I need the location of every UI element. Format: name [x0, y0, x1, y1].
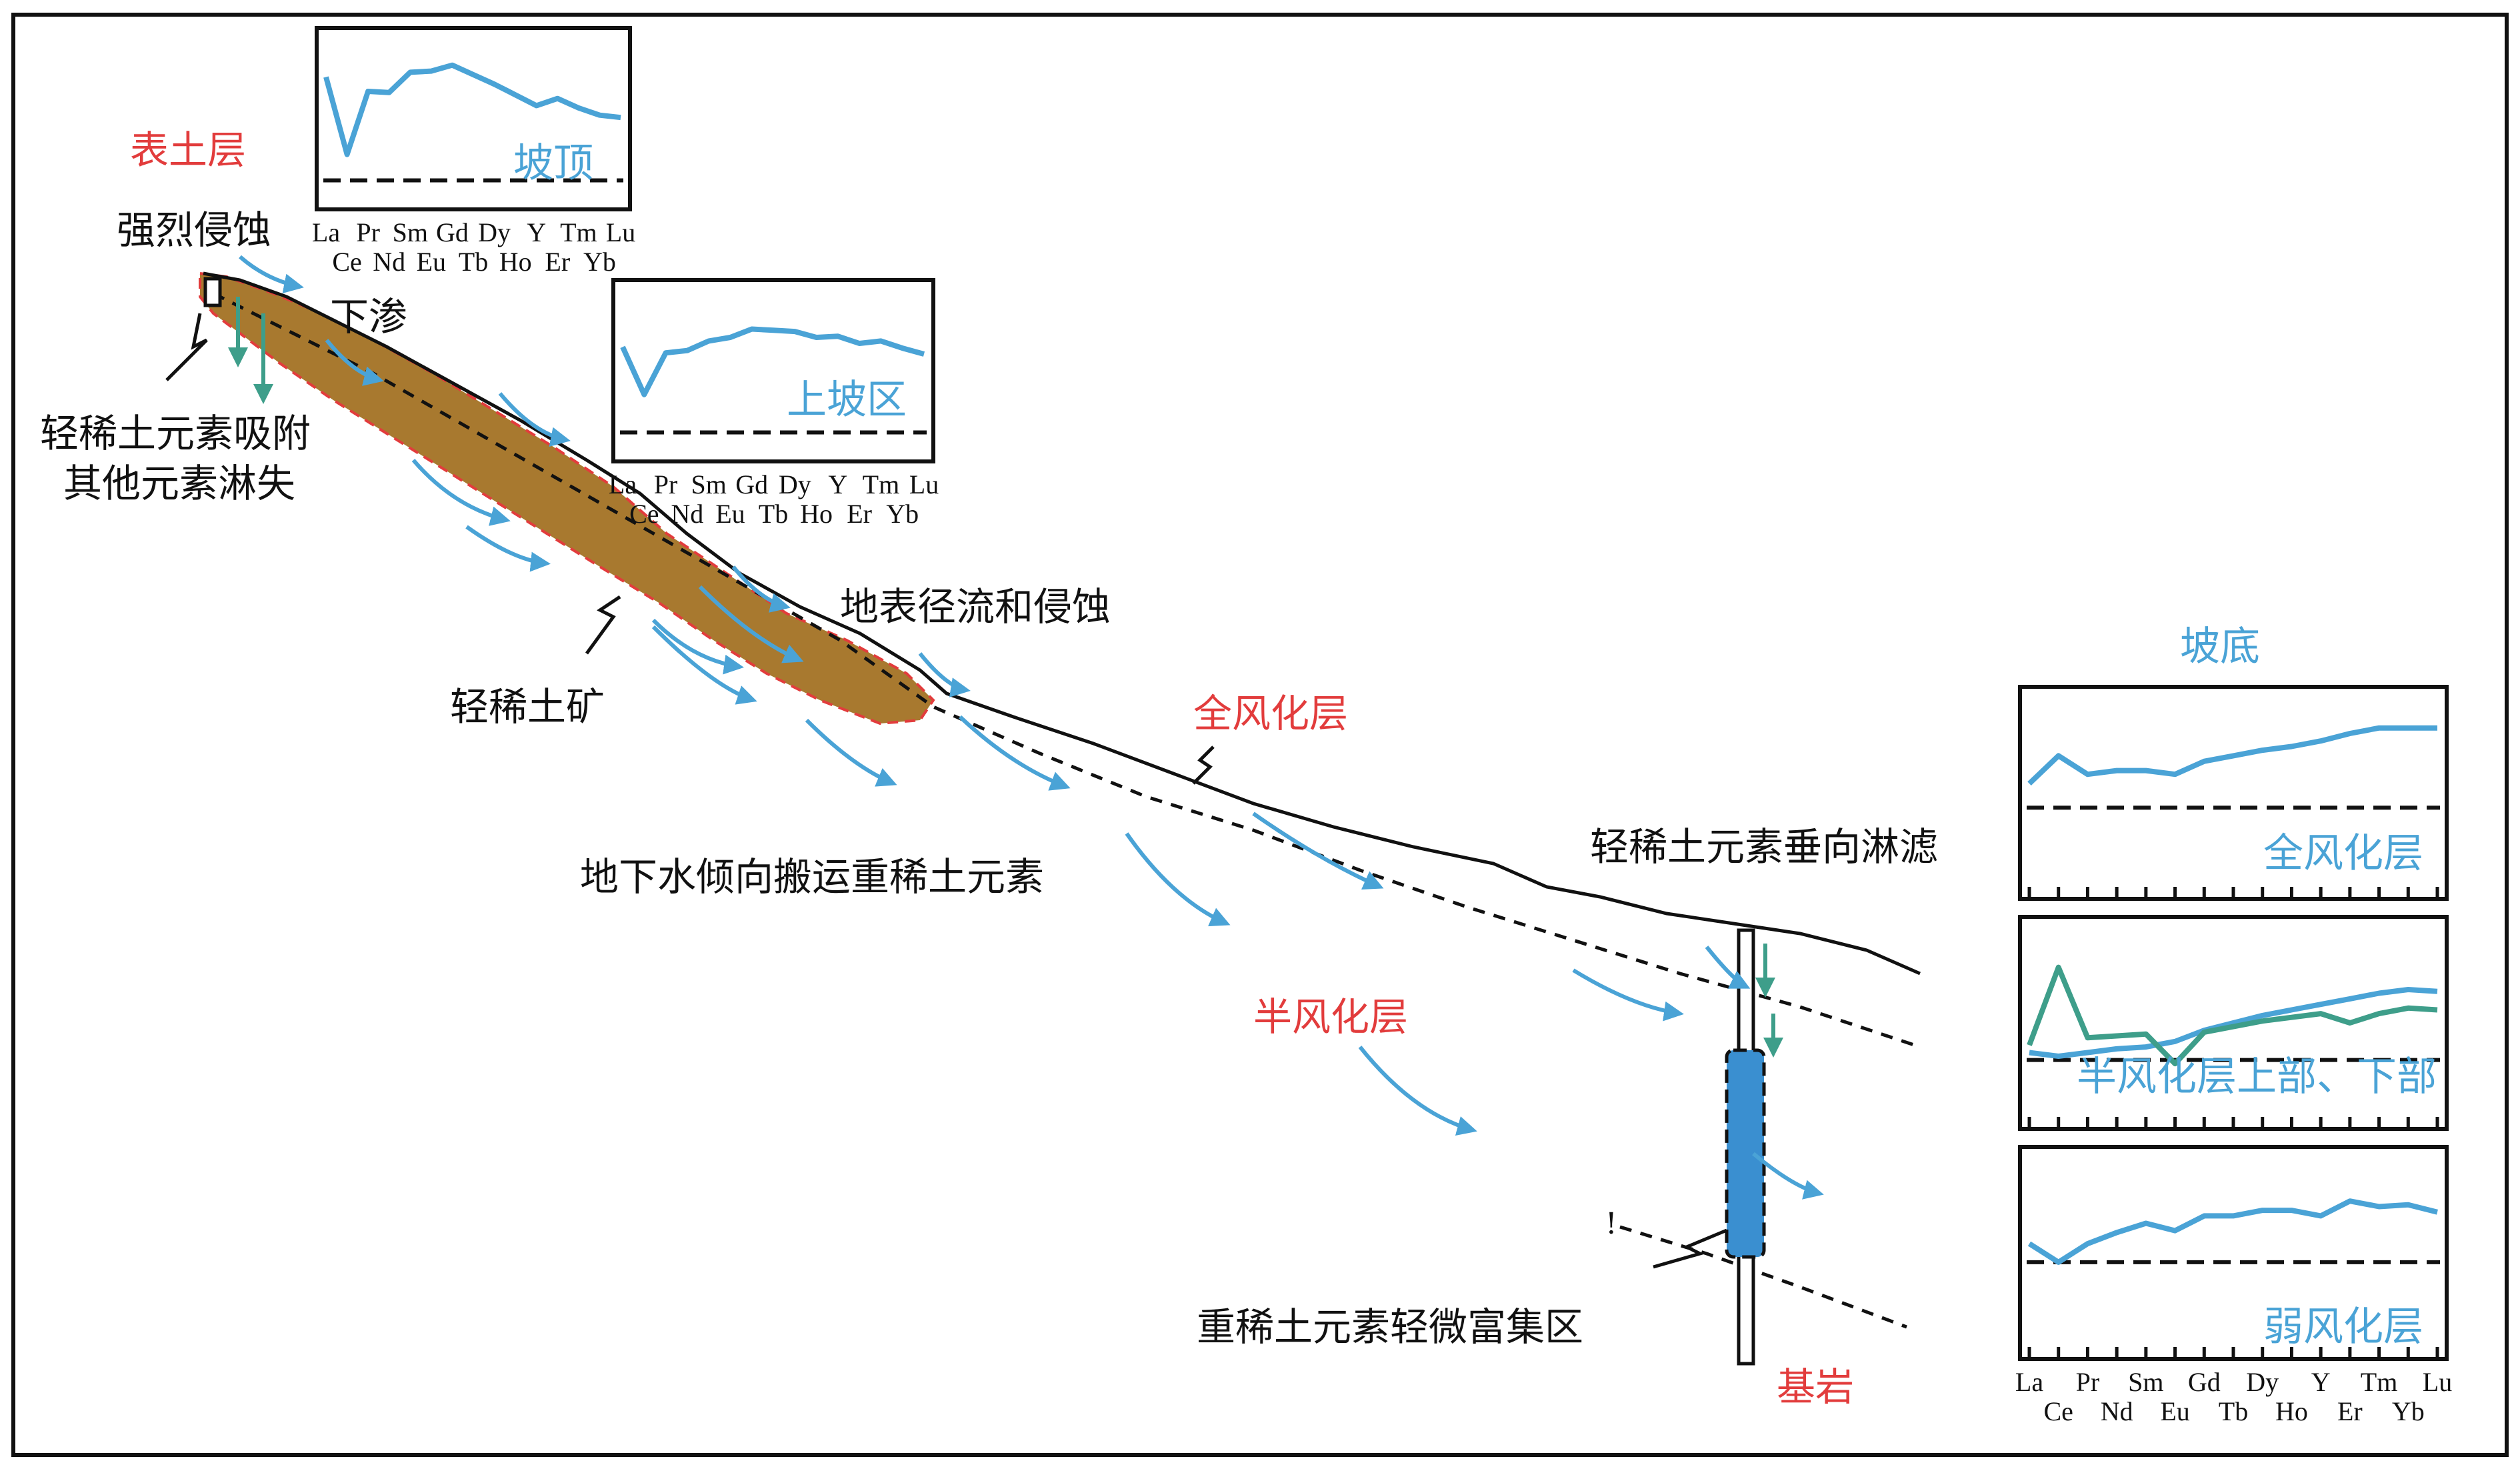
chart-tick-label: Dy [478, 217, 511, 247]
chart-tick-label: Y [527, 217, 546, 247]
chart-tick-label: Ce [332, 247, 361, 277]
label-mark: ! [1605, 1207, 1617, 1241]
outer-frame [11, 13, 2509, 1457]
label-strong-erosion: 强烈侵蚀 [117, 207, 271, 253]
chart-series-line [2027, 1198, 2438, 1265]
flow-arrows [239, 255, 1824, 1200]
chart-tick-label: Tm [863, 469, 900, 499]
chart-tick-label: Dy [779, 469, 811, 499]
chart-tick-label: Er [545, 247, 570, 277]
label-surface-runoff: 地表径流和侵蚀 [840, 584, 1111, 629]
chart-tick-label: Gd [735, 469, 768, 499]
chart-tick-label: Ho [2275, 1396, 2308, 1426]
chart-frame [611, 278, 935, 463]
chart-tick-label: La [2015, 1367, 2043, 1397]
chart-tick-label: Tb [759, 499, 788, 529]
chart-series-line [2027, 725, 2437, 786]
label-semi-weathered: 半风化层 [1253, 994, 1408, 1040]
chart-frame [2018, 685, 2449, 901]
chart-tick-label: La [609, 469, 637, 499]
chart-tick-label: Nd [2101, 1396, 2133, 1426]
chart-tick-label: Lu [606, 217, 635, 247]
semi-weathered-boundary [1619, 1225, 1907, 1329]
chart-tick-label: Eu [417, 247, 446, 277]
chart-tick-label: Tb [459, 247, 488, 277]
chart-tick-label: Sm [691, 469, 726, 499]
ree-pattern-charts: 坡顶LaCePrNdSmEuGdTbDyHoYErTmYbLu上坡区LaCePr… [312, 26, 2452, 1426]
chart-tick-label: Sm [393, 217, 428, 247]
chart-tick-label: Pr [356, 217, 380, 247]
label-bedrock: 基岩 [1777, 1364, 1854, 1410]
leader-fully [1192, 746, 1215, 785]
chart-tick-label: Y [2311, 1367, 2331, 1397]
chart-tick-label: Ho [499, 247, 532, 277]
ground-surface [203, 271, 1921, 976]
leader-hree [1653, 1228, 1727, 1269]
label-lree-adsorb-1: 轻稀土元素吸附 [40, 411, 311, 456]
chart-tick-label: Pr [654, 469, 678, 499]
leader-topsoil [165, 313, 208, 381]
chart-tick-label: Dy [2246, 1367, 2279, 1397]
label-hree-enrich: 重稀土元素轻微富集区 [1197, 1304, 1583, 1350]
leader-ore [585, 595, 621, 655]
chart-tick-label: Gd [2188, 1367, 2221, 1397]
sample-marker [203, 277, 222, 307]
chart-panel-3: 半风化层上部、下部 [2018, 915, 2449, 1131]
chart-tick-label: Ce [2043, 1396, 2073, 1426]
chart-title: 半风化层上部、下部 [2077, 1054, 2437, 1100]
chart-tick-label: Yb [2392, 1396, 2425, 1426]
label-slope-bottom: 坡底 [2180, 623, 2260, 670]
chart-series-line [2027, 964, 2438, 1067]
chart-tick-label: Eu [715, 499, 745, 529]
chart-tick-label: Tm [2361, 1367, 2398, 1397]
chart-tick-label: Pr [2076, 1367, 2100, 1397]
chart-title: 弱风化层 [2263, 1304, 2423, 1350]
chart-tick-label: Er [2337, 1396, 2363, 1426]
chart-title: 坡顶 [513, 140, 593, 187]
chart-tick-label: Y [828, 469, 847, 499]
chart-series-line [620, 326, 925, 397]
chart-tick-label: Sm [2128, 1367, 2163, 1397]
chart-tick-label: Yb [583, 247, 616, 277]
label-fully-weathered: 全风化层 [1193, 691, 1348, 736]
chart-title: 全风化层 [2263, 830, 2423, 877]
chart-tick-label: Er [847, 499, 872, 529]
chart-series-line [323, 62, 621, 157]
label-lree-ore: 轻稀土矿 [450, 684, 605, 729]
label-topsoil: 表土层 [130, 127, 246, 173]
chart-tick-label: Eu [2160, 1396, 2189, 1426]
chart-tick-label: Ho [800, 499, 833, 529]
chart-tick-label: La [312, 217, 340, 247]
chart-tick-label: Ce [629, 499, 659, 529]
chart-title: 上坡区 [787, 377, 907, 423]
chart-series-line [2029, 987, 2438, 1059]
chart-tick-label: Yb [886, 499, 919, 529]
chart-panel-2: 全风化层 [2018, 685, 2449, 901]
chart-tick-label: Lu [2423, 1367, 2452, 1397]
label-groundwater: 地下水倾向搬运重稀土元素 [580, 854, 1044, 900]
chart-tick-label: Nd [671, 499, 703, 529]
label-infiltration: 下渗 [330, 294, 407, 339]
chart-tick-label: Tb [2219, 1396, 2248, 1426]
chart-tick-label: Tm [560, 217, 597, 247]
label-lree-vertical: 轻稀土元素垂向淋滤 [1590, 824, 1938, 870]
chart-tick-label: Gd [436, 217, 469, 247]
chart-tick-label: Nd [373, 247, 405, 277]
chart-tick-label: Lu [909, 469, 939, 499]
label-lree-adsorb-2: 其他元素淋失 [63, 461, 295, 506]
hree-zone [1725, 1048, 1766, 1259]
